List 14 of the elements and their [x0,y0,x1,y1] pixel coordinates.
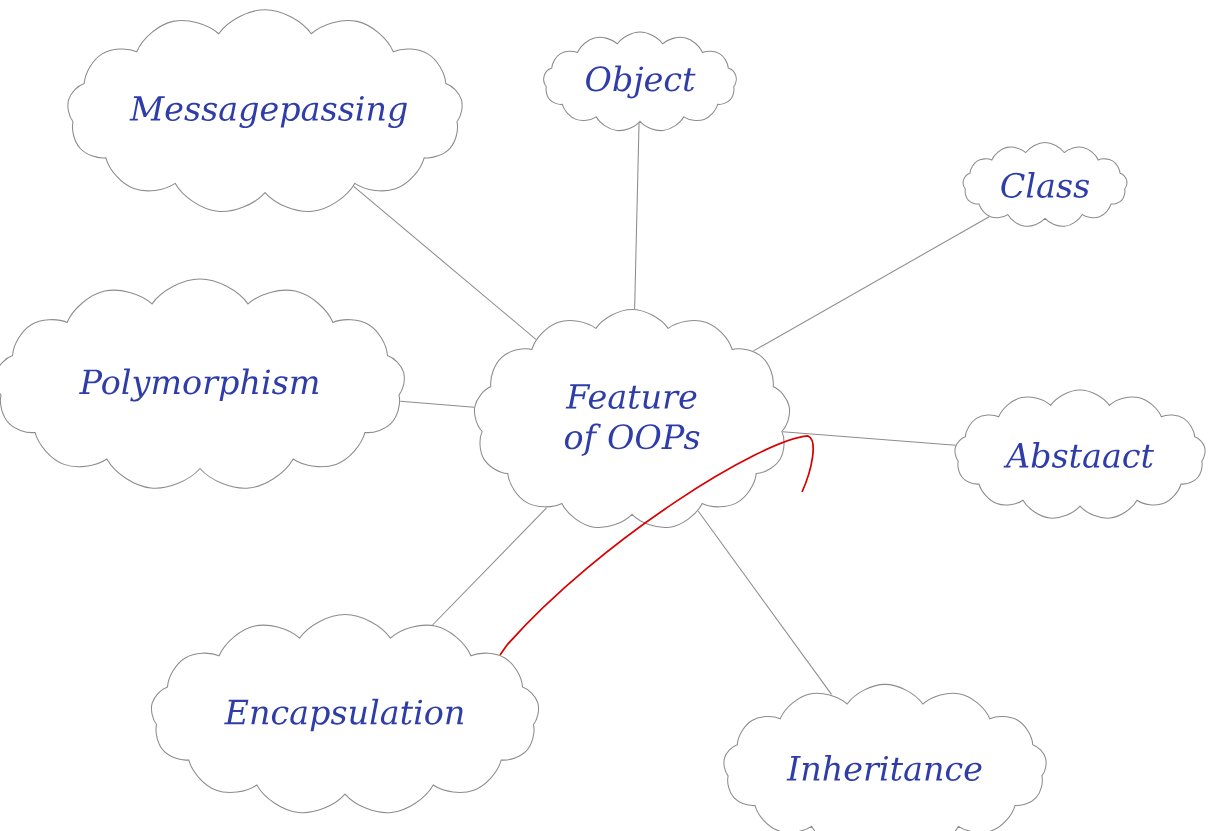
connector-line [432,507,548,626]
connector-line [399,400,475,408]
connector-line [782,431,957,446]
cloud-node: Polymorphism [0,278,405,489]
cloud-node: Object [543,31,737,132]
cloud-node: Messagepassing [67,9,463,213]
cloud-node: Encapsulation [150,614,540,814]
cloud-node: Inheritance [723,683,1047,831]
cloud-node: Abstaact [954,389,1206,519]
cloud-node: Class [962,142,1128,227]
connector-line [353,185,537,340]
connector-line [697,510,833,695]
connector-line [752,216,990,352]
cloud-node: Feature of OOPs [473,309,791,529]
